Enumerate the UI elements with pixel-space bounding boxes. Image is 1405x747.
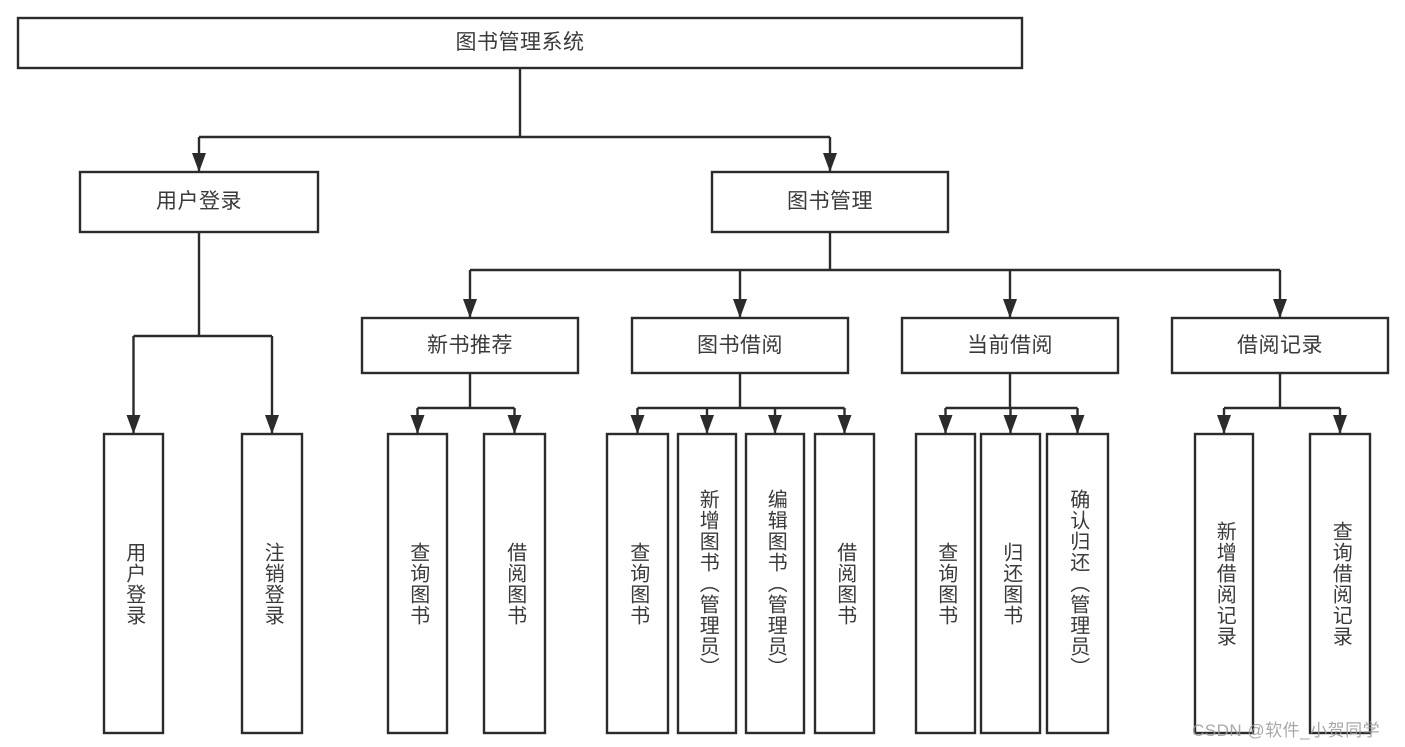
arrow-icon-n-borrow-record	[1273, 299, 1287, 318]
node-box-l-bb-borrow-book[interactable]	[813, 432, 876, 735]
arrow-icon-l-br-query-record	[1333, 415, 1347, 434]
node-box-l-bb-edit-book[interactable]	[744, 432, 806, 735]
arrow-icon-n-book-manage	[823, 153, 837, 172]
node-box-n-borrow-record[interactable]	[1170, 316, 1390, 375]
node-box-root[interactable]	[16, 16, 1024, 70]
watermark: CSDN @软件_小贺同学	[1192, 721, 1381, 740]
node-box-l-cb-confirm-return[interactable]	[1045, 432, 1110, 735]
arrow-icon-l-br-add-record	[1217, 415, 1231, 434]
node-box-l-rec-borrow-book[interactable]	[482, 432, 547, 735]
connector-layer	[126, 68, 1347, 434]
arrow-icon-l-cb-query-book	[938, 415, 953, 434]
node-box-n-user-login[interactable]	[78, 170, 320, 234]
arrow-icon-l-bb-query-book	[630, 415, 645, 434]
arrow-icon-l-rec-query-book	[410, 415, 425, 434]
node-box-n-book-borrow[interactable]	[630, 316, 850, 375]
arrow-icon-l-bb-edit-book	[768, 415, 782, 434]
arrow-icon-l-cb-return-book	[1003, 415, 1018, 434]
arrow-icon-l-bb-borrow-book	[837, 415, 852, 434]
arrow-icon-l-cb-confirm-return	[1070, 415, 1085, 434]
node-box-n-current-borrow[interactable]	[900, 316, 1120, 375]
node-box-n-new-book-rec[interactable]	[360, 316, 580, 375]
node-box-l-br-add-record[interactable]	[1193, 432, 1255, 735]
node-box-l-user-logout[interactable]	[240, 432, 304, 735]
arrow-icon-n-current-borrow	[1003, 299, 1017, 318]
arrow-icon-l-user-logout	[265, 415, 279, 434]
node-box-layer	[16, 16, 1390, 735]
node-box-l-bb-add-book[interactable]	[676, 432, 738, 735]
arrow-icon-n-new-book-rec	[463, 299, 477, 318]
node-box-l-cb-return-book[interactable]	[979, 432, 1042, 735]
node-box-l-cb-query-book[interactable]	[914, 432, 977, 735]
node-box-l-bb-query-book[interactable]	[605, 432, 670, 735]
arrow-icon-l-rec-borrow-book	[507, 415, 522, 434]
node-box-l-rec-query-book[interactable]	[386, 432, 449, 735]
node-box-l-user-login[interactable]	[102, 432, 165, 735]
arrow-icon-l-user-login	[126, 415, 141, 434]
arrow-icon-l-bb-add-book	[700, 415, 714, 434]
arrow-icon-n-book-borrow	[733, 299, 747, 318]
node-box-n-book-manage[interactable]	[710, 170, 950, 234]
arrow-icon-n-user-login	[192, 153, 206, 172]
node-box-l-br-query-record[interactable]	[1308, 432, 1372, 735]
